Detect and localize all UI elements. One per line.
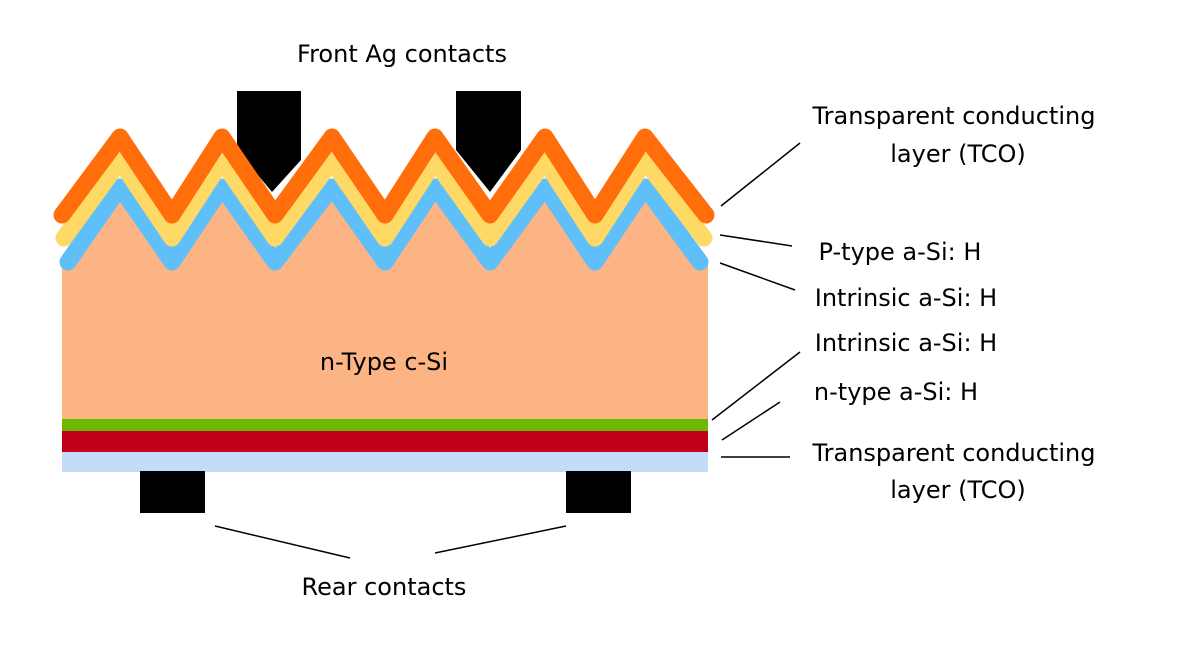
p-type-layer: [55, 152, 713, 247]
leader-rear-contact-left: [214, 525, 351, 559]
intrinsic-rear-label: Intrinsic a-Si: H: [815, 329, 997, 357]
leader-tco-top: [720, 142, 801, 207]
rear-contacts-label: Rear contacts: [302, 573, 467, 601]
n-type-c-si-substrate: [62, 187, 708, 421]
intrinsic-front-layer: [59, 178, 709, 271]
n-type-rear-label: n-type a-Si: H: [814, 378, 978, 406]
front-ag-contacts-label: Front Ag contacts: [297, 40, 507, 68]
tco-front-layer: [53, 128, 715, 224]
leader-p-type: [719, 234, 793, 247]
tco-bottom-label-line2: layer (TCO): [890, 476, 1025, 504]
intrinsic-rear-layer: [62, 419, 708, 432]
front-ag-contact-left: [237, 91, 301, 192]
p-type-label: P-type a-Si: H: [819, 238, 982, 266]
leader-lines: [214, 142, 801, 559]
leader-n-type-rear: [721, 401, 781, 441]
leader-rear-contact-right: [434, 525, 567, 554]
intrinsic-front-label: Intrinsic a-Si: H: [815, 284, 997, 312]
rear-tco-layer: [62, 452, 708, 472]
n-type-c-si-label: n-Type c-Si: [320, 348, 448, 376]
leader-intrinsic-rear: [711, 351, 801, 421]
tco-top-label-line2: layer (TCO): [890, 140, 1025, 168]
rear-contact-left: [140, 471, 205, 513]
leader-intrinsic-front: [719, 262, 796, 291]
tco-top-label-line1: Transparent conducting: [812, 102, 1096, 130]
rear-contact-right: [566, 471, 631, 513]
tco-bottom-label-line1: Transparent conducting: [812, 439, 1096, 467]
front-ag-contact-right: [456, 91, 521, 192]
n-type-rear-layer: [62, 431, 708, 453]
